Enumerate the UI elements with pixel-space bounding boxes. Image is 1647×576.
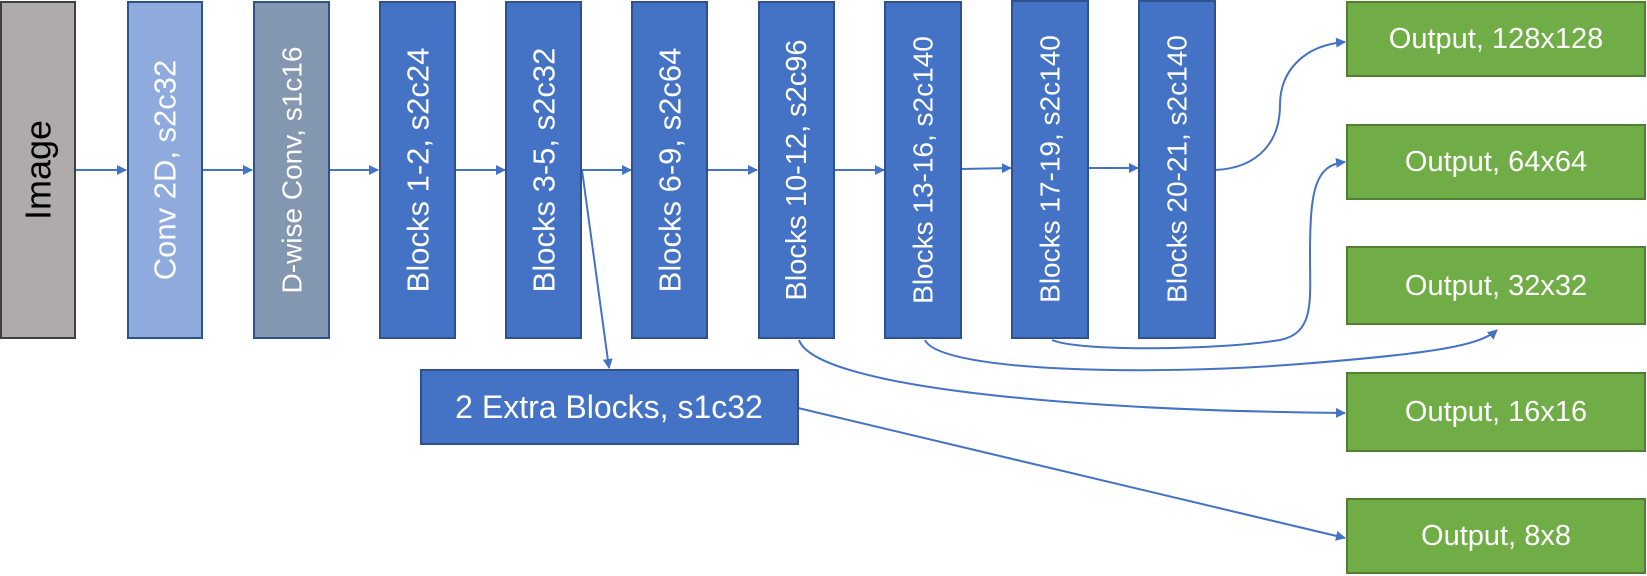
block-stage-13-16: Blocks 13-16, s2c140	[884, 1, 962, 339]
output-label: Output, 64x64	[1405, 146, 1587, 178]
image-label: Image	[18, 120, 59, 220]
output-box-32: Output, 32x32	[1346, 246, 1646, 325]
arrow-blocks-3-5-to-extra	[581, 169, 613, 369]
output-box-16: Output, 16x16	[1346, 372, 1646, 452]
conv2d-label: Conv 2D, s2c32	[148, 60, 183, 281]
extra-blocks-label: 2 Extra Blocks, s1c32	[455, 389, 763, 425]
block-stage-label: Blocks 3-5, s2c32	[527, 48, 562, 293]
arrow-extra-to-output-8	[797, 407, 1346, 541]
output-label: Output, 128x128	[1389, 23, 1603, 55]
output-box-64: Output, 64x64	[1346, 124, 1646, 200]
block-stage-label: Blocks 1-2, s2c24	[401, 48, 436, 293]
arrow-blocks-13-16-to-output-32	[924, 329, 1498, 372]
extra-blocks-box: 2 Extra Blocks, s1c32	[420, 369, 799, 445]
arrow-blocks-13-16-to-17-19	[960, 163, 1012, 174]
arrow-blocks-20-21-to-output-128	[1214, 37, 1346, 171]
output-box-8: Output, 8x8	[1346, 498, 1646, 574]
block-stage-3-5: Blocks 3-5, s2c32	[505, 1, 582, 339]
block-stage-label: Blocks 20-21, s2c140	[1162, 35, 1193, 303]
connectors	[76, 37, 1498, 541]
block-stage-1-2: Blocks 1-2, s2c24	[379, 1, 456, 339]
block-stage-10-12: Blocks 10-12, s2c96	[758, 1, 835, 339]
block-stage-label: Blocks 17-19, s2c140	[1035, 35, 1066, 303]
block-stage-20-21: Blocks 20-21, s2c140	[1138, 0, 1216, 339]
dwise-conv-label: D-wise Conv, s1c16	[277, 47, 308, 294]
dwise-conv-box: D-wise Conv, s1c16	[253, 1, 330, 339]
output-label: Output, 32x32	[1405, 270, 1587, 302]
arrow-blocks-17-19-to-output-64	[1051, 157, 1346, 350]
output-box-128: Output, 128x128	[1346, 1, 1646, 77]
block-stage-label: Blocks 6-9, s2c64	[653, 48, 688, 293]
image-input-box: Image	[0, 1, 76, 339]
output-label: Output, 8x8	[1421, 520, 1571, 552]
block-stage-6-9: Blocks 6-9, s2c64	[631, 1, 708, 339]
output-label: Output, 16x16	[1405, 396, 1587, 428]
arrow-blocks-10-12-to-output-16	[798, 339, 1346, 418]
conv2d-box: Conv 2D, s2c32	[127, 1, 203, 339]
block-stage-17-19: Blocks 17-19, s2c140	[1011, 0, 1089, 339]
block-stage-label: Blocks 10-12, s2c96	[781, 39, 813, 300]
block-stage-label: Blocks 13-16, s2c140	[908, 36, 939, 304]
